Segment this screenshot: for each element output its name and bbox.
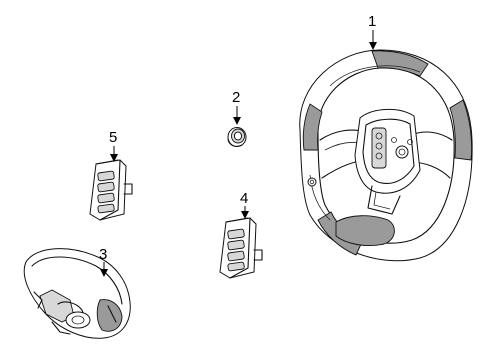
airbag-module [23,248,131,339]
ring-nut [227,127,247,147]
callout-number-2: 2 [232,89,240,106]
steering-wheel [299,49,473,262]
callout-number-1: 1 [368,13,376,30]
callout-number-4: 4 [240,190,248,207]
switch-assembly-upper [89,159,133,221]
callout-number-3: 3 [99,246,107,263]
switch-assembly-lower [219,217,263,279]
callout-arrows [100,30,377,277]
callout-number-5: 5 [109,129,117,146]
